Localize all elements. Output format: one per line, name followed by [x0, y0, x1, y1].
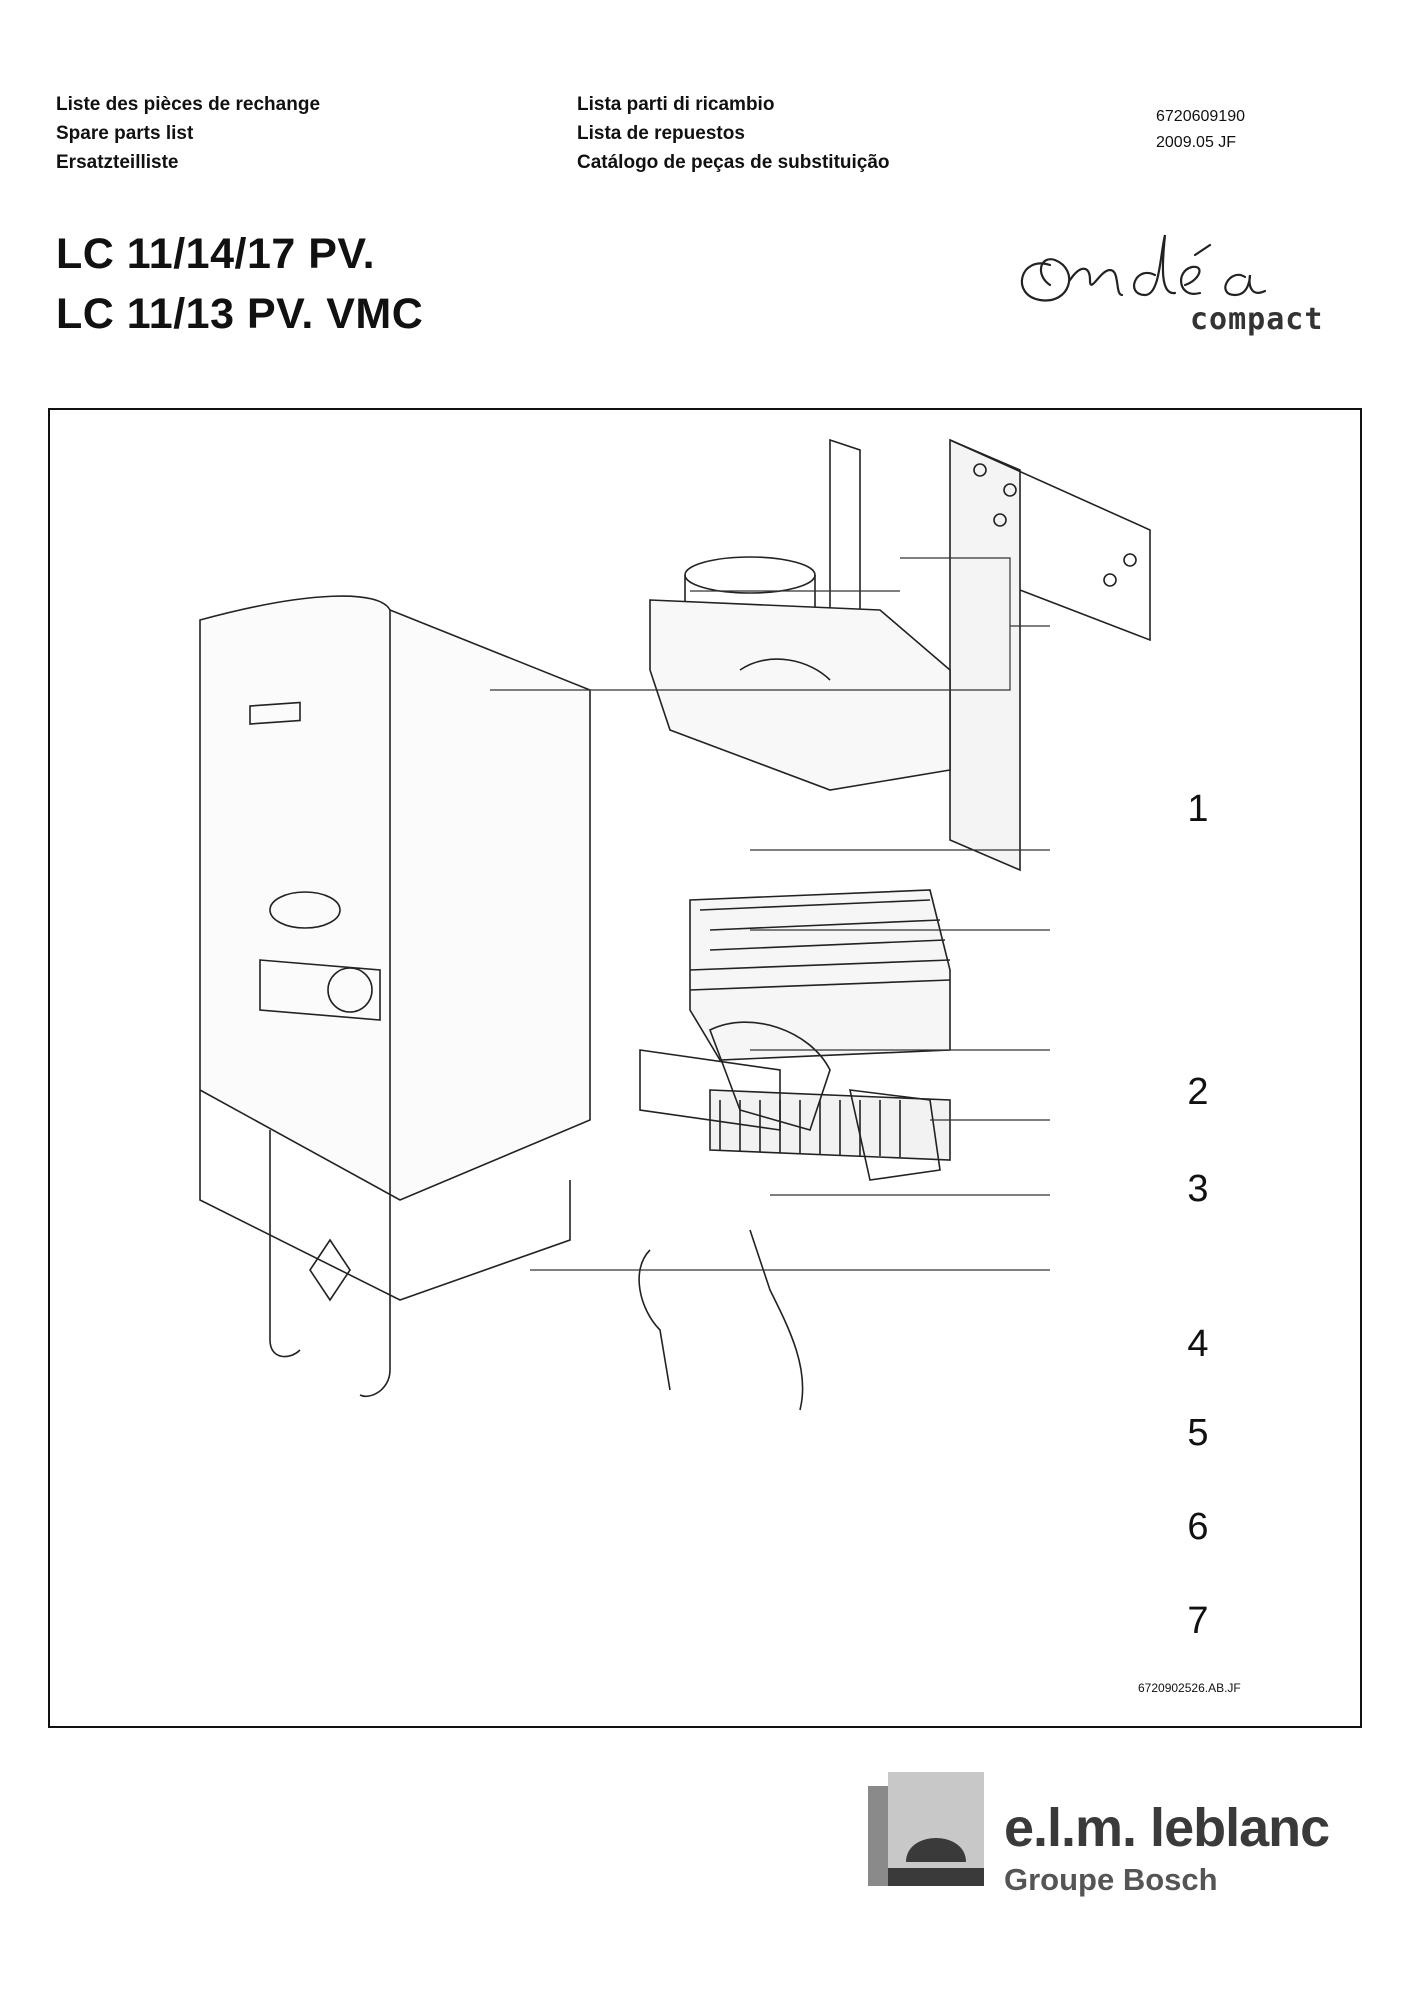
- title-it: Lista parti di ricambio: [577, 94, 775, 115]
- callout-5: 5: [1187, 1412, 1209, 1454]
- flue-outlet: [684, 556, 816, 594]
- water-pipe-right: [359, 1190, 391, 1397]
- compact-wordmark: compact: [1190, 302, 1324, 337]
- heat-exchanger: [689, 889, 951, 1061]
- boiler-exploded-illustration: [199, 438, 1151, 1411]
- water-pipe-left: [269, 1130, 301, 1358]
- title-de: Ersatzteilliste: [56, 152, 179, 173]
- burner: [709, 1089, 951, 1161]
- ignition-lead: [638, 1249, 671, 1391]
- gas-valve-plate: [639, 1049, 781, 1131]
- logo-dome: [906, 1838, 966, 1862]
- water-valve: [848, 1089, 941, 1181]
- ignition-cable: [749, 1229, 804, 1411]
- title-en: Spare parts list: [56, 123, 194, 144]
- header-left-titles: Liste des pièces de rechange Spare parts…: [56, 90, 320, 177]
- flue-hood: [649, 599, 951, 791]
- model-line-2: LC 11/13 PV. VMC: [56, 290, 424, 338]
- brand-group: Groupe Bosch: [1004, 1862, 1218, 1897]
- elm-leblanc-logo-mark: [868, 1772, 984, 1886]
- callout-7: 7: [1187, 1600, 1209, 1642]
- callout-4: 4: [1187, 1323, 1209, 1365]
- document-date: 2009.05 JF: [1156, 134, 1237, 151]
- document-number: 6720609190: [1156, 108, 1245, 125]
- exploded-parts-diagram: [48, 408, 1362, 1728]
- callout-3: 3: [1187, 1168, 1209, 1210]
- callout-1: 1: [1187, 788, 1209, 830]
- title-pt: Catálogo de peças de substituição: [577, 152, 890, 173]
- callout-2: 2: [1187, 1071, 1209, 1113]
- leader-1: [490, 557, 1011, 691]
- header-middle-titles: Lista parti di ricambio Lista de repuest…: [577, 90, 890, 177]
- gas-valve: [708, 1021, 831, 1131]
- title-es: Lista de repuestos: [577, 123, 745, 144]
- document-info: 6720609190 2009.05 JF: [1156, 104, 1245, 156]
- title-fr: Liste des pièces de rechange: [56, 94, 321, 115]
- figure-reference: 6720902526.AB.JF: [1138, 1681, 1241, 1695]
- ondea-logo: [1020, 234, 1267, 302]
- front-casing: [199, 595, 591, 1201]
- brand-name: e.l.m. leblanc: [1004, 1798, 1330, 1858]
- callout-6: 6: [1187, 1506, 1209, 1548]
- model-line-1: LC 11/14/17 PV.: [56, 230, 376, 278]
- wall-bracket: [949, 439, 1151, 642]
